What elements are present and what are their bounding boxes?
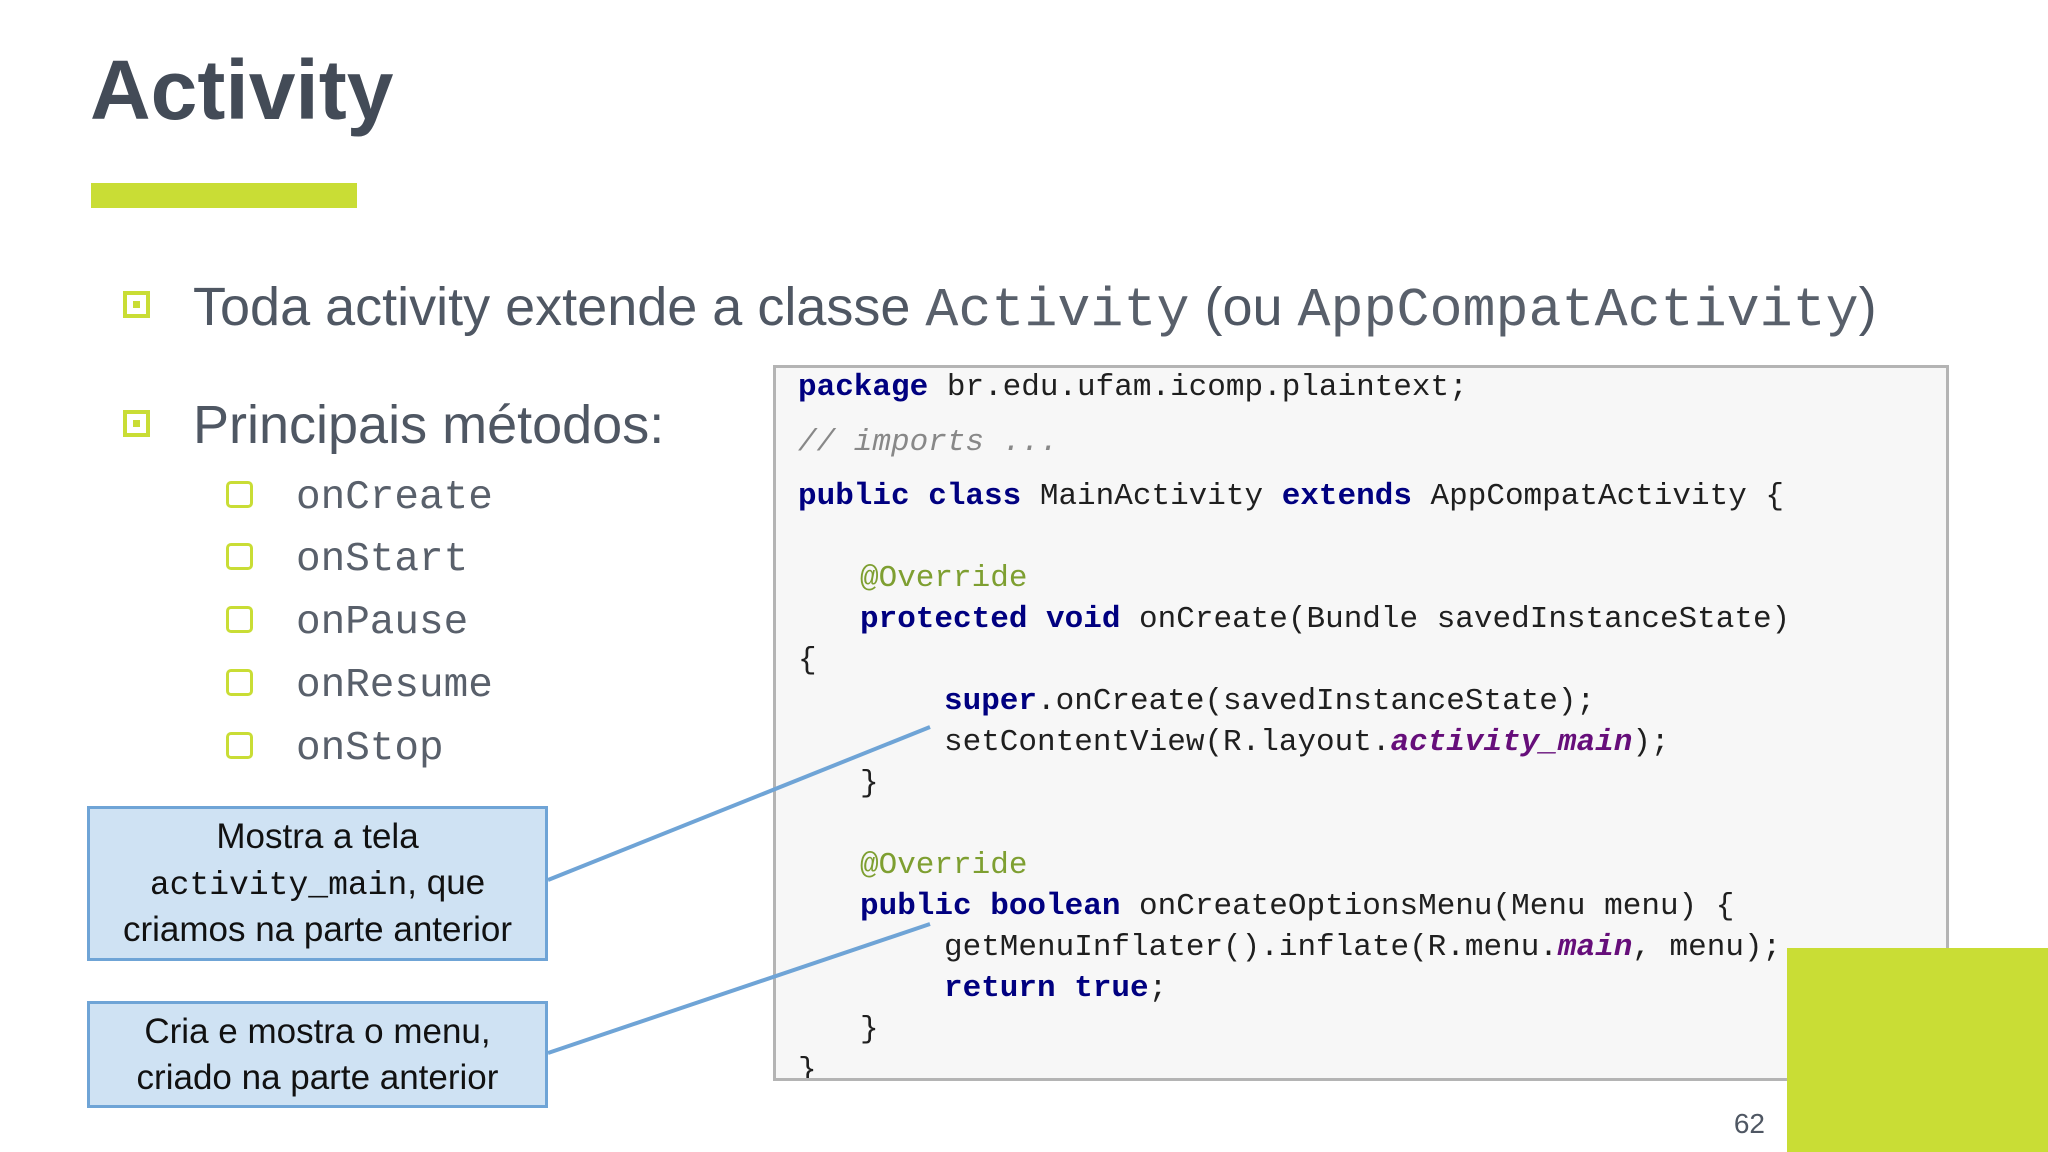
code-field: activity_main [1390,725,1633,760]
code-annotation: @Override [860,561,1028,596]
method-item: onStop [296,726,444,772]
sub-bullet-square-icon [226,732,253,759]
bullet-activity-class: Toda activity extende a classe Activity … [193,280,1877,338]
connector-line-1 [547,725,931,882]
code-line: package br.edu.ufam.icomp.plaintext; [798,372,1468,403]
code-keyword: extends [1281,479,1412,514]
code-annotation: @Override [860,848,1028,883]
code-text: onCreateOptionsMenu(Menu menu) { [1120,889,1735,924]
code-text: MainActivity [1021,479,1282,514]
page-number: 62 [1733,1108,1765,1139]
callout-menu: Cria e mostra o menu, criado na parte an… [87,1001,548,1108]
corner-accent-block [1787,948,2048,1152]
code-keyword: return true [944,971,1149,1006]
code-line: getMenuInflater().inflate(R.menu.main, m… [944,932,1781,963]
method-item: onPause [296,600,469,646]
code-text: AppCompatActivity { [1411,479,1784,514]
code-line: protected void onCreate(Bundle savedInst… [860,604,1790,635]
bullet-text-part: (ou [1189,277,1298,337]
code-field: main [1557,930,1633,965]
bullet-text-part: Toda activity extende a classe [193,277,926,337]
code-line: super.onCreate(savedInstanceState); [944,686,1595,717]
callout-line: criamos na parte anterior [122,910,513,950]
callout-code: activity_main [149,866,408,904]
code-text: .onCreate(savedInstanceState); [1037,684,1596,719]
code-line: setContentView(R.layout.activity_main); [944,727,1670,758]
code-snippet-box: package br.edu.ufam.icomp.plaintext; // … [773,365,1949,1081]
code-brace: } [798,1053,817,1081]
slide-title: Activity [90,43,394,137]
sub-bullet-square-icon [226,606,253,633]
code-keyword: public class [798,479,1022,514]
callout-line: Mostra a tela [216,817,419,857]
bullet-main-methods: Principais métodos: [193,395,665,455]
code-line: return true; [944,973,1167,1004]
code-keyword: protected void [860,602,1121,637]
code-text: , menu); [1632,930,1782,965]
code-text: onCreate(Bundle savedInstanceState) [1120,602,1791,637]
callout-text: , que [407,862,486,902]
code-text: getMenuInflater().inflate(R.menu. [944,930,1558,965]
code-comment: // imports ... [798,425,1059,460]
code-activity: Activity [925,279,1190,342]
sub-bullet-square-icon [226,543,253,570]
code-line: public class MainActivity extends AppCom… [798,481,1784,512]
code-text: setContentView(R.layout. [944,725,1391,760]
title-underline-bar [91,183,357,208]
code-line: public boolean onCreateOptionsMenu(Menu … [860,891,1734,922]
callout-line: Cria e mostra o menu, [144,1012,491,1051]
callout-line: activity_main, que [90,860,545,908]
callout-activity-main: Mostra a tela activity_main, que criamos… [87,806,548,961]
code-keyword: super [944,684,1038,719]
bullet-square-icon [123,291,150,318]
bullet-text-part: ) [1858,277,1877,337]
method-item: onStart [296,537,469,583]
code-keyword: public boolean [860,889,1121,924]
code-text: ); [1632,725,1670,760]
code-text: ; [1148,971,1168,1006]
method-item: onResume [296,663,493,709]
callout-line: criado na parte anterior [136,1057,499,1097]
code-keyword: package [798,370,929,405]
sub-bullet-square-icon [226,481,253,508]
code-text: br.edu.ufam.icomp.plaintext; [928,370,1468,405]
method-item: onCreate [296,475,493,521]
bullet-square-icon [123,410,150,437]
sub-bullet-square-icon [226,669,253,696]
connector-line-2 [547,922,931,1055]
code-appcompat-activity: AppCompatActivity [1297,279,1859,342]
code-brace: { [798,643,817,678]
code-brace: } [860,766,879,801]
code-brace: } [860,1012,879,1047]
